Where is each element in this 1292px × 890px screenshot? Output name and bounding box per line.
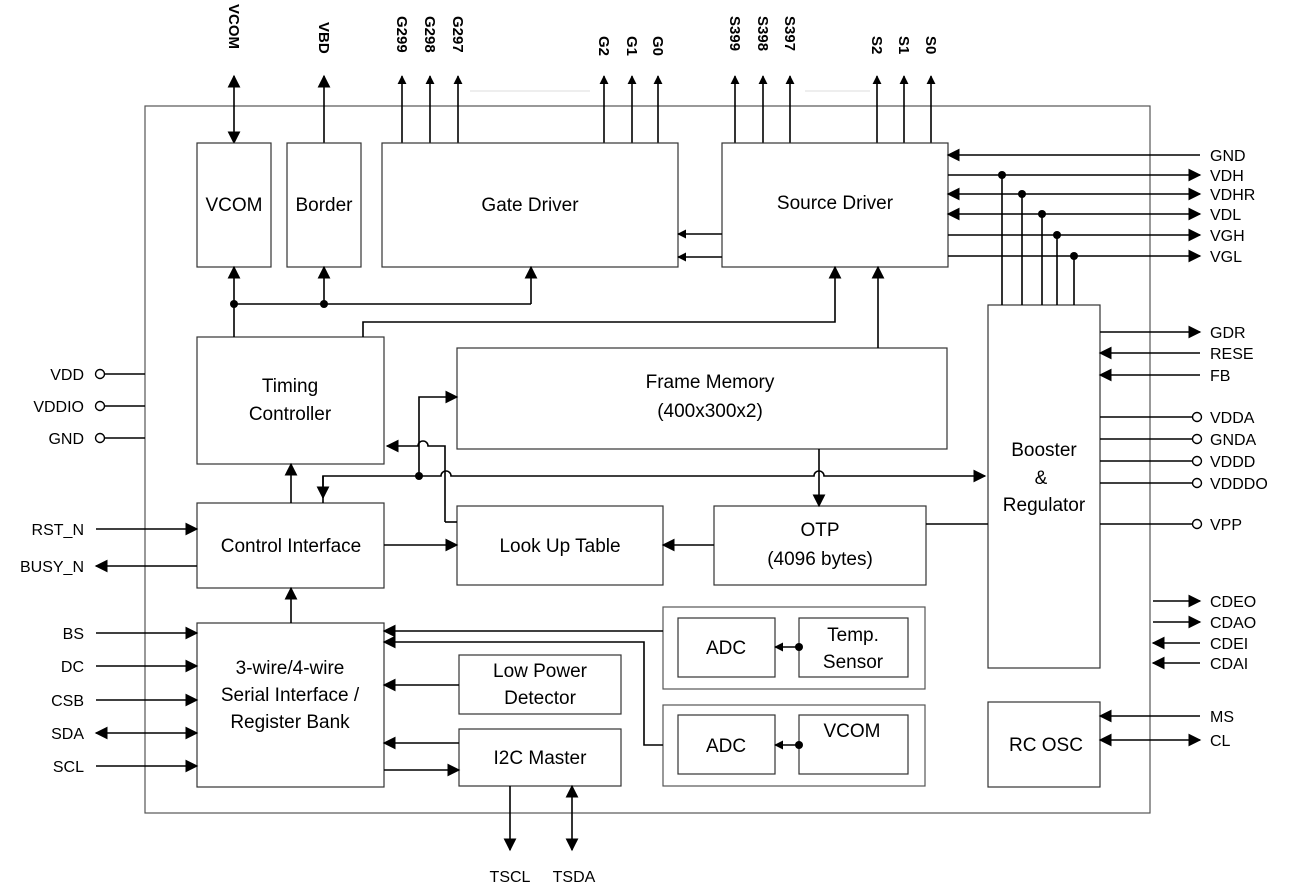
pin-vdddo-label: VDDDO xyxy=(1210,476,1268,493)
chip-outline xyxy=(144,105,1151,814)
adc-vcom-label: ADC xyxy=(706,736,746,757)
booster-line1: Booster xyxy=(1011,440,1077,461)
temp-sensor-line1: Temp. xyxy=(827,625,879,646)
pin-rst-n-label: RST_N xyxy=(32,522,84,539)
pin-gnd-left-label: GND xyxy=(48,431,84,448)
pin-rese-label: RESE xyxy=(1210,346,1254,363)
rc-osc-label: RC OSC xyxy=(1009,735,1083,756)
right-pins: GND VDH VDHR VDL VGH VGL GDR RESE FB VDD… xyxy=(946,148,1268,750)
booster-line3: Regulator xyxy=(1003,495,1086,516)
pin-tsda-label: TSDA xyxy=(553,869,596,886)
pin-vdd-label: VDD xyxy=(50,367,84,384)
pin-vgl-label: VGL xyxy=(1210,249,1242,266)
pin-g1-label: G1 xyxy=(623,36,640,56)
pin-s397-label: S397 xyxy=(781,16,798,51)
pin-vddio-label: VDDIO xyxy=(33,399,84,416)
booster-line2: & xyxy=(1035,468,1048,489)
vcom-block-label: VCOM xyxy=(206,195,263,216)
low-power-line1: Low Power xyxy=(493,661,588,682)
pin-s399-label: S399 xyxy=(726,16,743,51)
serial-interface-line3: Register Bank xyxy=(230,712,350,733)
otp-line1: OTP xyxy=(800,520,839,541)
gate-driver-block xyxy=(381,142,679,268)
pin-tscl-label: TSCL xyxy=(490,869,531,886)
pin-gnd-right-label: GND xyxy=(1210,148,1246,165)
pin-vbd-label: VBD xyxy=(315,22,332,54)
border-block xyxy=(286,142,362,268)
pin-vcom-label: VCOM xyxy=(225,4,242,49)
pin-vddd-label: VDDD xyxy=(1210,454,1255,471)
vcom-sense-block xyxy=(798,714,909,775)
temp-sensor-block xyxy=(798,617,909,678)
pin-g297-label: G297 xyxy=(449,16,466,53)
pin-g298-label: G298 xyxy=(421,16,438,53)
timing-controller-line2: Controller xyxy=(249,404,332,425)
pin-gnda-label: GNDA xyxy=(1210,432,1257,449)
low-power-detector-block xyxy=(458,654,622,715)
pin-vpp-label: VPP xyxy=(1210,517,1242,534)
pin-bs-label: BS xyxy=(63,626,84,643)
pin-vdh-label: VDH xyxy=(1210,168,1244,185)
otp-block xyxy=(713,505,927,586)
pin-g2-label: G2 xyxy=(595,36,612,56)
serial-interface-block xyxy=(196,622,385,788)
pin-gdr-label: GDR xyxy=(1210,325,1246,342)
pin-vdl-label: VDL xyxy=(1210,207,1241,224)
temp-sensor-line2: Sensor xyxy=(823,652,884,673)
pin-g299-label: G299 xyxy=(393,16,410,53)
pin-s2-label: S2 xyxy=(868,36,885,54)
i2c-master-label: I2C Master xyxy=(494,748,588,769)
control-interface-label: Control Interface xyxy=(221,536,361,557)
adc-temp-label: ADC xyxy=(706,638,746,659)
top-pin-labels: VCOM VBD G299 G298 G297 G2 G1 G0 S399 S3… xyxy=(225,4,939,56)
pin-vgh-label: VGH xyxy=(1210,228,1245,245)
adc-temp-block xyxy=(677,617,776,678)
frame-memory-line2: (400x300x2) xyxy=(657,401,763,422)
pin-g0-label: G0 xyxy=(649,36,666,56)
pin-cdai-label: CDAI xyxy=(1210,656,1248,673)
pin-cdeo-label: CDEO xyxy=(1210,594,1256,611)
pin-cl-label: CL xyxy=(1210,733,1231,750)
pin-s1-label: S1 xyxy=(895,36,912,54)
pin-s398-label: S398 xyxy=(754,16,771,51)
pin-ms-label: MS xyxy=(1210,709,1234,726)
pin-dc-label: DC xyxy=(61,659,84,676)
look-up-table-label: Look Up Table xyxy=(499,536,620,557)
temp-sense-group xyxy=(662,606,926,690)
pin-scl-label: SCL xyxy=(53,759,84,776)
low-power-line2: Detector xyxy=(504,688,576,709)
pin-fb-label: FB xyxy=(1210,368,1230,385)
booster-regulator-block xyxy=(987,304,1101,669)
source-driver-label: Source Driver xyxy=(777,193,894,214)
gate-driver-label: Gate Driver xyxy=(481,195,579,216)
pin-cdei-label: CDEI xyxy=(1210,636,1248,653)
pin-vdda-label: VDDA xyxy=(1210,410,1255,427)
frame-memory-block xyxy=(456,347,948,450)
left-pins: VDD VDDIO GND RST_N BUSY_N BS DC CSB SDA… xyxy=(20,367,199,776)
timing-controller-line1: Timing xyxy=(262,376,318,397)
border-block-label: Border xyxy=(295,195,353,216)
pin-sda-label: SDA xyxy=(51,726,84,743)
serial-interface-line2: Serial Interface / xyxy=(221,685,360,706)
pin-busy-n-label: BUSY_N xyxy=(20,559,84,576)
pin-cdao-label: CDAO xyxy=(1210,615,1256,632)
pin-csb-label: CSB xyxy=(51,693,84,710)
source-driver-block xyxy=(721,142,949,268)
serial-interface-line1: 3-wire/4-wire xyxy=(236,658,345,679)
otp-line2: (4096 bytes) xyxy=(767,549,873,570)
timing-controller-block xyxy=(196,336,385,465)
adc-vcom-block xyxy=(677,714,776,775)
top-pin-wires xyxy=(227,74,936,145)
control-interface-block xyxy=(196,502,385,589)
pin-vdhr-label: VDHR xyxy=(1210,187,1255,204)
pin-s0-label: S0 xyxy=(922,36,939,54)
vcom-block xyxy=(196,142,272,268)
frame-memory-line1: Frame Memory xyxy=(646,372,775,393)
i2c-master-block xyxy=(458,728,622,787)
vcom-sense-label: VCOM xyxy=(824,721,881,742)
